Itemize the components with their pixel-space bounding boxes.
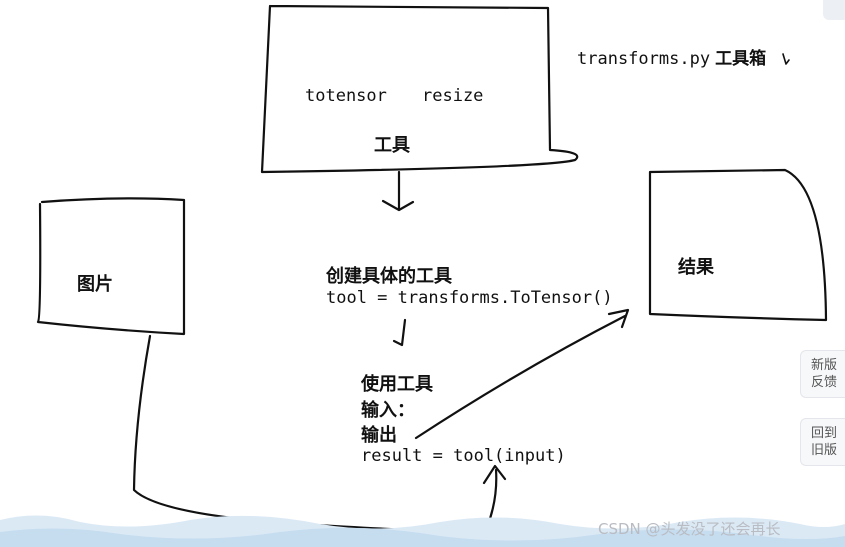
image-box-label: 图片 — [77, 274, 113, 295]
tools-box-label: 工具 — [374, 135, 410, 156]
use-step-input-label: 输入： — [361, 400, 415, 421]
arrow-create-to-use — [392, 318, 407, 347]
result-box-label: 结果 — [678, 257, 714, 278]
toolbox-label: 工具箱 — [715, 49, 767, 69]
use-step-output-label: 输出 — [361, 425, 397, 446]
new-version-feedback-button[interactable]: 新版 反馈 — [800, 350, 845, 398]
back-line-1: 回到 — [811, 426, 838, 441]
create-step-title: 创建具体的工具 — [326, 266, 452, 287]
tool-item-resize: resize — [422, 86, 484, 106]
top-corner-tab[interactable] — [823, 0, 845, 20]
create-step-code: tool = transforms.ToTensor() — [326, 288, 613, 308]
cursor-mark — [782, 53, 790, 65]
arrow-tools-to-create — [381, 170, 415, 212]
feedback-line-1: 新版 — [811, 358, 838, 373]
transforms-file-name: transforms.py — [577, 49, 711, 69]
result-box-outline — [648, 168, 828, 322]
use-step-title: 使用工具 — [361, 374, 433, 395]
use-step-code: result = tool(input) — [361, 446, 566, 466]
image-box-outline — [36, 197, 186, 336]
tools-box-outline — [260, 4, 579, 174]
back-to-old-version-button[interactable]: 回到 旧版 — [800, 418, 845, 466]
tool-item-totensor: totensor — [305, 86, 387, 106]
transforms-note: transforms.py 工具箱 — [577, 44, 766, 69]
feedback-line-2: 反馈 — [811, 375, 838, 390]
back-line-2: 旧版 — [811, 443, 838, 458]
arrow-image-to-use — [132, 334, 507, 533]
arrow-use-to-result — [414, 308, 630, 440]
csdn-watermark: CSDN @头发没了还会再长 — [598, 520, 781, 538]
